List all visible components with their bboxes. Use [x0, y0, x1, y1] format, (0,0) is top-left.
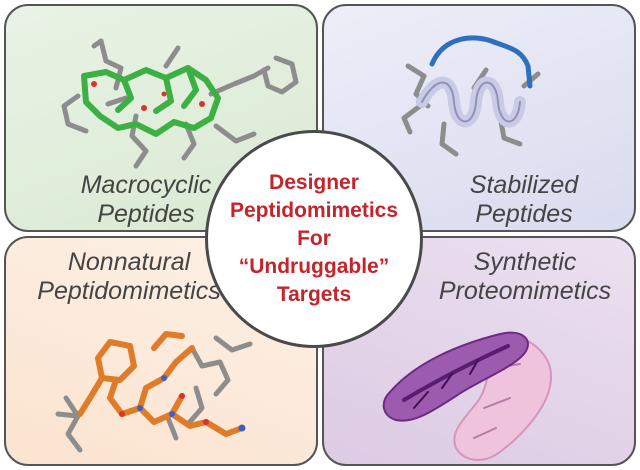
label-nonnatural-peptidomimetics: Nonnatural Peptidomimetics: [14, 248, 244, 306]
center-title-circle: Designer Peptidomimetics For “Undruggabl…: [205, 130, 423, 348]
center-title: Designer Peptidomimetics For “Undruggabl…: [230, 169, 398, 309]
center-title-line: Peptidomimetics: [229, 199, 399, 222]
center-title-line: Targets: [276, 283, 352, 306]
proteomimetic-surface-illustration: [382, 331, 552, 461]
label-line: Macrocyclic: [80, 171, 212, 199]
panel-macrocyclic-peptides: Macrocyclic Peptides: [4, 4, 318, 232]
center-title-line: For: [297, 227, 331, 250]
center-title-line: Designer: [269, 171, 359, 194]
panel-stabilized-peptides: Stabilized Peptides: [322, 4, 636, 232]
label-line: Proteomimetics: [438, 277, 612, 305]
label-stabilized-peptides: Stabilized Peptides: [444, 171, 604, 229]
label-line: Stabilized: [469, 171, 579, 199]
panel-synthetic-proteomimetics: Synthetic Proteomimetics: [322, 236, 636, 466]
center-title-line: “Undruggable”: [238, 255, 390, 278]
label-line: Peptidomimetics: [37, 277, 221, 305]
macrocycle-structure-illustration: [61, 38, 299, 169]
label-line: Peptides: [97, 200, 195, 228]
label-line: Peptides: [475, 200, 573, 228]
label-line: Nonnatural: [67, 248, 191, 276]
peptidomimetic-structure-illustration: [55, 331, 253, 453]
label-line: Synthetic: [473, 248, 577, 276]
stapled-helix-illustration: [401, 35, 541, 157]
label-macrocyclic-peptides: Macrocyclic Peptides: [46, 171, 246, 229]
label-synthetic-proteomimetics: Synthetic Proteomimetics: [420, 248, 630, 306]
